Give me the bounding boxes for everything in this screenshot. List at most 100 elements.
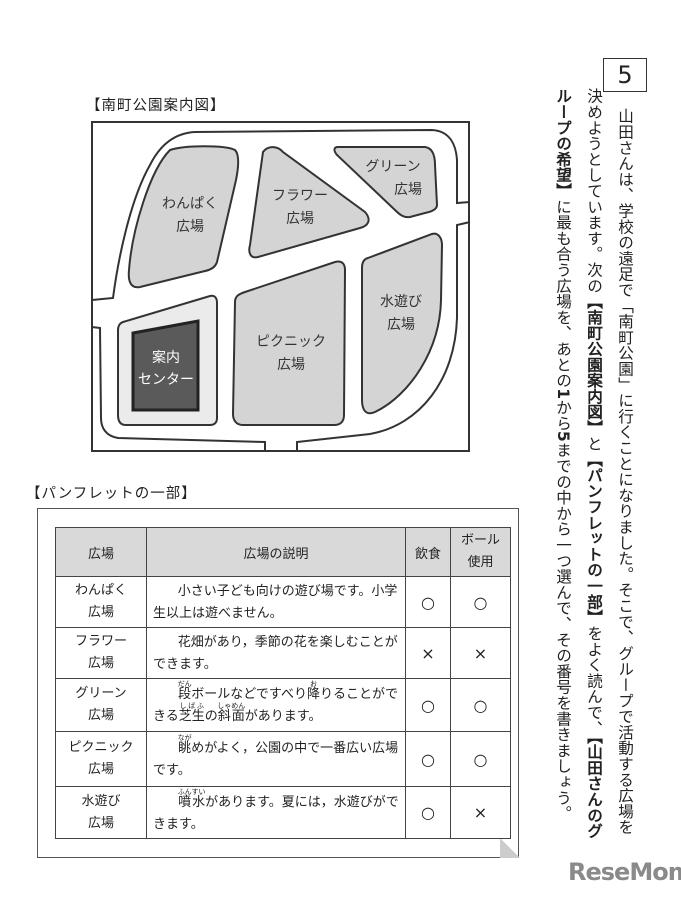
ruby-word: 降お [307, 680, 321, 702]
description-text: めがよく，公園の中で一番広い広場です。 [153, 741, 399, 778]
label-center-1: 案内 [152, 349, 180, 366]
page-curl [500, 838, 520, 858]
ball-allowed-mark: × [450, 627, 511, 679]
header-ball: ボール使用 [450, 527, 511, 577]
description-cell: 小さい子ども向けの遊び場です。小学生以上は遊べません。 [146, 576, 406, 628]
question-text-segment: 1 [554, 388, 572, 400]
table-header-row: 広場 広場の説明 飲食 ボール使用 [55, 527, 511, 577]
label-flower-1: フラワー [272, 188, 328, 204]
area-name-text: 広場 [87, 762, 114, 777]
header-description: 広場の説明 [146, 527, 406, 577]
info-center-building [131, 319, 200, 412]
park-map: わんぱく 広場 フラワー 広場 グリーン 広場 水遊び 広場 ピクニック 広場 … [91, 121, 471, 452]
ruby-word: 斜面しゃめん [217, 702, 246, 724]
table-row: わんぱく広場小さい子ども向けの遊び場です。小学生以上は遊べません。○○ [55, 576, 511, 628]
question-text-segment: と [585, 435, 603, 452]
question-text-segment: 【南町公園案内図】 [585, 293, 603, 436]
label-mizuasobi-2: 広場 [387, 317, 415, 333]
area-name-cell: グリーン広場 [55, 678, 147, 732]
header-food: 飲食 [405, 527, 451, 577]
area-name-text: 水遊び [81, 793, 121, 809]
resemom-watermark: ReseMom [568, 858, 681, 886]
description-cell: 噴水ふんすいがあります。夏には，水遊びができます。 [146, 786, 406, 839]
pamphlet-heading: 【パンフレットの一部】 [26, 486, 197, 502]
question-line-3: ループの希望】に最も合う広場を、あとの1から5までの中から一つ選んで、その番号を… [554, 88, 572, 821]
area-name-cell: 水遊び広場 [55, 786, 147, 839]
question-number: 5 [603, 58, 647, 92]
label-wanpaku-2: 広場 [176, 219, 204, 235]
description-text: 花畑があり，季節の花を楽しむことができます。 [153, 635, 398, 672]
ball-allowed-mark: ○ [450, 576, 511, 628]
food-allowed-mark: × [405, 627, 451, 679]
food-allowed-mark: ○ [405, 678, 451, 732]
area-name-cell: わんぱく広場 [55, 576, 147, 628]
area-name-text: 広場 [87, 656, 114, 671]
road-outline [91, 128, 471, 451]
label-center-2: センター [138, 372, 194, 388]
table-row: 水遊び広場噴水ふんすいがあります。夏には，水遊びができます。○× [55, 786, 511, 839]
area-wanpaku [127, 145, 240, 289]
label-green-1: グリーン [365, 159, 420, 175]
question-line-2: 決めようとしています。次の【南町公園案内図】と【パンフレットの一部】をよく読んで… [585, 88, 603, 839]
furigana: だん [177, 680, 192, 688]
label-picnic-2: 広場 [277, 357, 305, 373]
description-text: 小さい子ども向けの遊び場です。小学生以上は遊べません。 [153, 584, 398, 621]
food-allowed-mark: ○ [405, 786, 451, 839]
description-text: の [204, 709, 218, 724]
area-name-cell: ピクニック広場 [55, 731, 147, 787]
question-text-segment: 【パンフレットの一部】 [585, 451, 603, 626]
table-row: ピクニック広場眺ながめがよく，公園の中で一番広い広場です。○○ [55, 731, 511, 787]
area-flower [248, 146, 370, 259]
ruby-word: 眺なが [177, 734, 192, 756]
header-area: 広場 [55, 527, 147, 577]
label-picnic-1: ピクニック [256, 334, 326, 350]
food-allowed-mark: ○ [405, 576, 451, 628]
ruby-base: 降 [307, 687, 321, 702]
ruby-word: 段だん [177, 680, 192, 702]
ruby-word: 芝生しばふ [178, 702, 205, 724]
description-cell: 花畑があり，季節の花を楽しむことができます。 [146, 627, 406, 679]
furigana: なが [177, 734, 192, 742]
question-text-segment: までの中から一つ選んで、その番号を書きましょう。 [554, 441, 572, 822]
ball-allowed-mark: ○ [450, 731, 511, 787]
question-text-segment: をよく読んで、 [585, 625, 603, 736]
food-allowed-mark: ○ [405, 731, 451, 787]
area-name-cell: フラワー広場 [55, 627, 147, 679]
description-cell: 段だんボールなどですべり降おりることができる芝生しばふの斜面しゃめんがあります。 [146, 678, 406, 732]
area-name-text: フラワー [74, 634, 127, 649]
label-mizuasobi-1: 水遊び [380, 294, 422, 310]
area-picnic [231, 260, 347, 426]
ball-allowed-mark: × [450, 786, 511, 839]
pamphlet-table: 広場 広場の説明 飲食 ボール使用 わんぱく広場小さい子ども向けの遊び場です。小… [55, 527, 511, 839]
question-text-segment: 5 [554, 430, 572, 442]
ruby-base: 斜面 [217, 709, 246, 724]
ruby-word: 噴水ふんすい [178, 788, 206, 810]
label-green-2: 広場 [394, 182, 422, 198]
table-row: グリーン広場段だんボールなどですべり降おりることができる芝生しばふの斜面しゃめん… [55, 678, 511, 732]
area-name-text: 広場 [87, 708, 114, 723]
area-name-text: ピクニック [68, 740, 134, 755]
question-text-segment: 【山田さんのグ [585, 735, 603, 839]
ruby-base: 段 [177, 687, 192, 702]
ruby-base: 眺 [177, 741, 192, 756]
description-text: があります。 [244, 709, 322, 724]
ball-allowed-mark: ○ [450, 678, 511, 732]
question-text-segment: から [554, 399, 572, 431]
furigana: お [307, 680, 321, 688]
area-name-text: 広場 [87, 815, 114, 831]
description-text: があります。夏には，水遊びができます。 [153, 794, 399, 832]
area-green [333, 146, 439, 219]
area-name-text: 広場 [87, 605, 114, 620]
furigana: しばふ [178, 702, 205, 710]
question-text-segment: ループの希望】 [554, 88, 572, 199]
label-wanpaku-1: わんぱく [162, 196, 218, 212]
question-text-segment: 決めようとしています。次の [585, 88, 603, 294]
header-ball-label: ボール使用 [460, 533, 500, 570]
question-text-segment: に最も合う広場を、あとの [554, 198, 572, 389]
ruby-base: 芝生 [178, 709, 205, 724]
description-text: ボールなどですべり [191, 687, 308, 702]
description-cell: 眺ながめがよく，公園の中で一番広い広場です。 [146, 731, 406, 787]
table-row: フラワー広場花畑があり，季節の花を楽しむことができます。×× [55, 627, 511, 679]
area-mizuasobi [361, 232, 444, 415]
label-flower-2: 広場 [286, 211, 314, 227]
